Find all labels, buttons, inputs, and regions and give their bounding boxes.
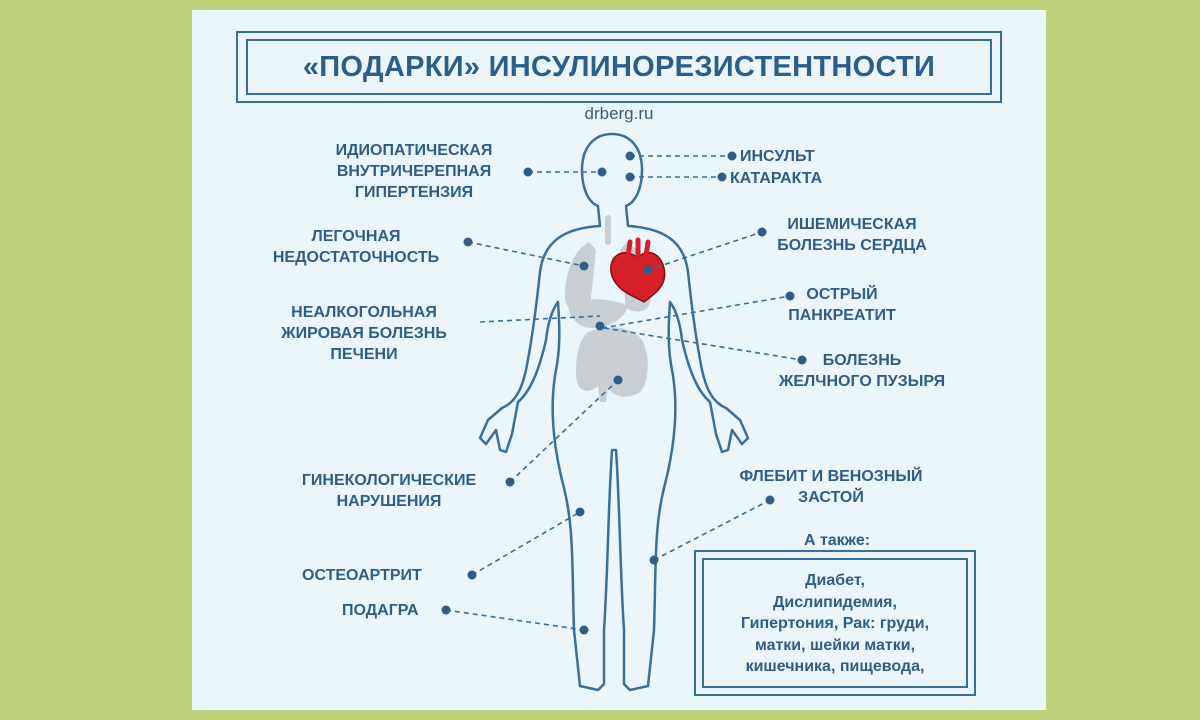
heart-icon — [610, 237, 666, 303]
label-gynecological-disorders: ГИНЕКОЛОГИЧЕСКИЕ НАРУШЕНИЯ — [301, 472, 477, 510]
label-gout: ПОДАГРА — [342, 602, 419, 619]
also-list: Диабет, Дислипидемия, Гипертония, Рак: г… — [702, 558, 968, 688]
left-lung — [565, 242, 596, 312]
trachea — [605, 215, 611, 245]
also-box-outer — [694, 550, 976, 696]
connector-lines — [445, 155, 803, 631]
title-frame-inner: «ПОДАРКИ» ИНСУЛИНОРЕЗИСТЕНТНОСТИ — [246, 39, 992, 95]
label-pulmonary-insufficiency: ЛЕГОЧНАЯ НЕДОСТАТОЧНОСТЬ — [272, 228, 440, 266]
label-phlebitis: ФЛЕБИТ И ВЕНОЗНЫЙ ЗАСТОЙ — [739, 468, 923, 506]
liver-organ — [568, 299, 628, 328]
intestines — [576, 327, 648, 402]
page-title: «ПОДАРКИ» ИНСУЛИНОРЕЗИСТЕНТНОСТИ — [302, 50, 936, 83]
connector-dots — [441, 151, 807, 635]
label-ischemic-heart-disease: ИШЕМИЧЕСКАЯ БОЛЕЗНЬ СЕРДЦА — [777, 216, 927, 254]
body-diagram — [441, 132, 807, 692]
label-stroke: ИНСУЛЬТ — [740, 148, 815, 165]
label-cataract: КАТАРАКТА — [730, 170, 823, 187]
also-heading: А также: — [803, 532, 871, 549]
site-url: drberg.ru — [584, 104, 654, 123]
label-gallbladder-disease: БОЛЕЗНЬ ЖЕЛЧНОГО ПУЗЫРЯ — [778, 352, 946, 390]
label-osteoarthritis: ОСТЕОАРТРИТ — [302, 567, 422, 584]
label-acute-pancreatitis: ОСТРЫЙ ПАНКРЕАТИТ — [788, 286, 896, 324]
label-idiopathic-hypertension: ИДИОПАТИЧЕСКАЯ ВНУТРИЧЕРЕПНАЯ ГИПЕРТЕНЗИ… — [335, 142, 493, 201]
infographic-panel: «ПОДАРКИ» ИНСУЛИНОРЕЗИСТЕНТНОСТИ drberg.… — [192, 10, 1046, 710]
body-outline — [478, 132, 750, 692]
label-fatty-liver-disease: НЕАЛКОГОЛЬНАЯ ЖИРОВАЯ БОЛЕЗНЬ ПЕЧЕНИ — [281, 304, 447, 363]
title-frame-outer — [236, 31, 1002, 103]
